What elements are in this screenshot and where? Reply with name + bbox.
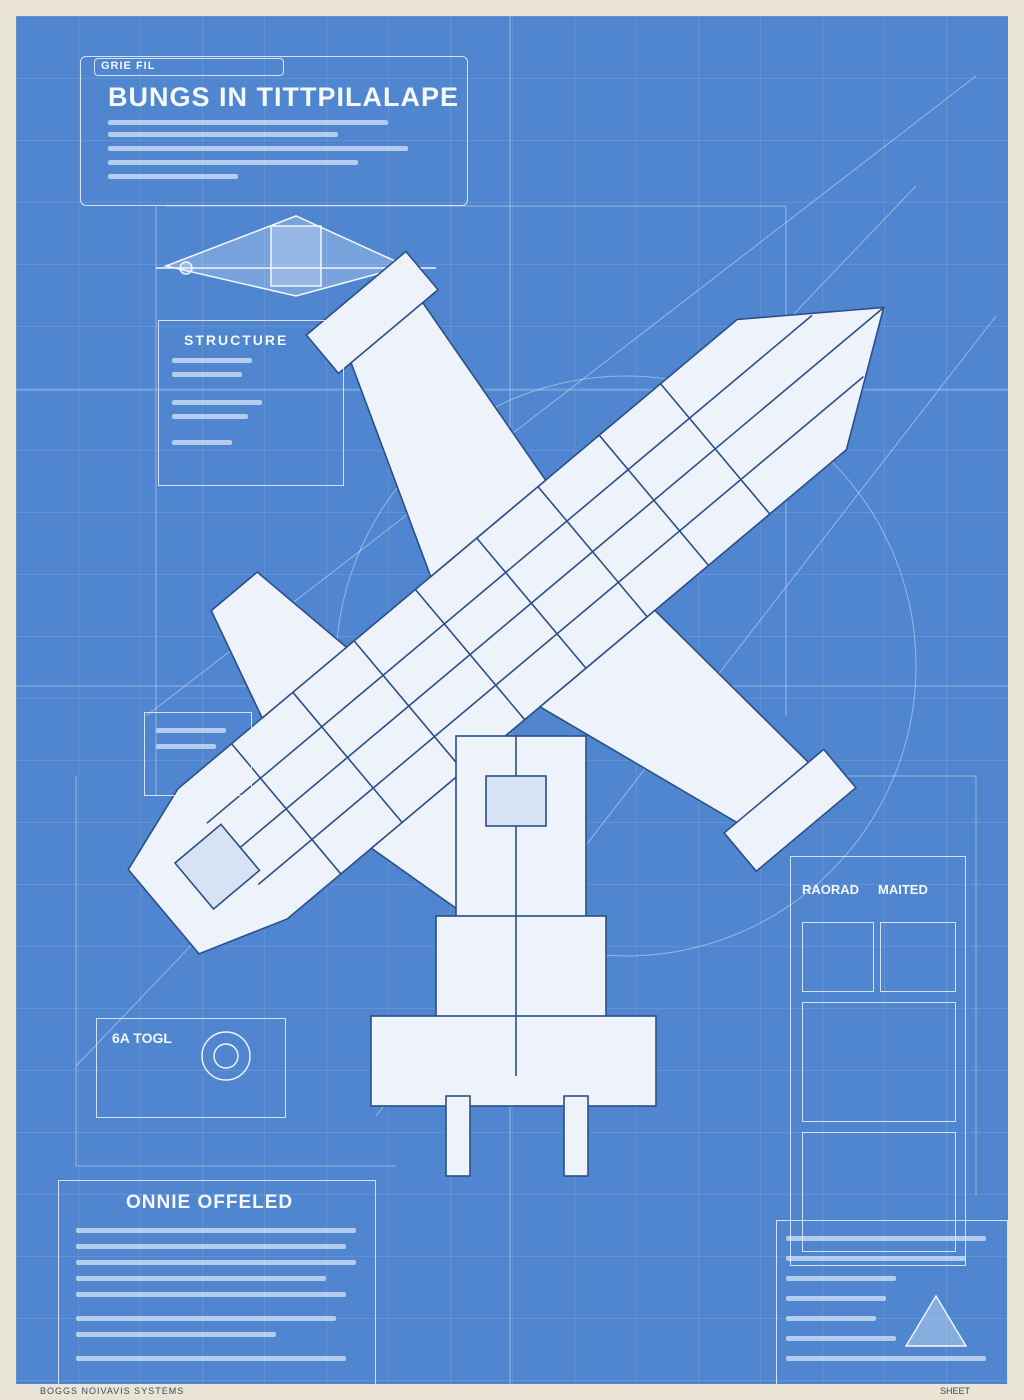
title-text-line bbox=[108, 132, 338, 137]
detail-box bbox=[144, 712, 252, 796]
detail-circle bbox=[201, 1031, 251, 1081]
title-block bbox=[80, 56, 468, 206]
blueprint-canvas: GRIE FIL BUNGS IN TITTPILALAPE STRUCTURE… bbox=[16, 16, 1008, 1384]
data-panel bbox=[790, 856, 966, 1266]
footer-left-text: BOGGS NOIVAVIS SYSTEMS bbox=[40, 1386, 185, 1396]
notes-text-line bbox=[76, 1276, 326, 1281]
notes-title: ONNIE OFFELED bbox=[126, 1192, 294, 1213]
structure-text-line bbox=[172, 372, 242, 377]
notes-text-line bbox=[76, 1356, 346, 1361]
structure-text-line bbox=[172, 414, 248, 419]
structure-text-line bbox=[172, 358, 252, 363]
table-text-line bbox=[786, 1316, 876, 1321]
title-text-line bbox=[108, 146, 408, 151]
triangle-icon bbox=[904, 1294, 968, 1347]
notes-text-line bbox=[76, 1316, 336, 1321]
table-text-line bbox=[786, 1356, 986, 1361]
table-text-line bbox=[786, 1256, 966, 1261]
structure-text-line bbox=[172, 400, 262, 405]
ship-drawing bbox=[16, 16, 1008, 1384]
title-text-line bbox=[108, 174, 238, 179]
data-panel-cell bbox=[880, 922, 956, 992]
notes-text-line bbox=[76, 1228, 356, 1233]
title-tab: GRIE FIL bbox=[94, 58, 284, 76]
table-text-line bbox=[786, 1296, 886, 1301]
notes-text-line bbox=[76, 1244, 346, 1249]
notes-text-line bbox=[76, 1260, 356, 1265]
table-text-line bbox=[786, 1276, 896, 1281]
detail-text-line bbox=[156, 744, 216, 749]
structure-label: STRUCTURE bbox=[184, 332, 289, 348]
table-text-line bbox=[786, 1236, 986, 1241]
data-panel-label-a: RAORAD bbox=[802, 882, 860, 897]
data-panel-cell bbox=[802, 1132, 956, 1252]
main-ship bbox=[127, 250, 885, 955]
notes-text-line bbox=[76, 1332, 276, 1337]
spec-label: 6A TOGL bbox=[112, 1030, 172, 1046]
structure-box bbox=[158, 320, 344, 486]
title-text-line bbox=[108, 160, 358, 165]
specification-table bbox=[776, 1220, 1008, 1384]
title-text-line bbox=[108, 120, 388, 125]
notes-box bbox=[58, 1180, 376, 1384]
landing-structure bbox=[370, 735, 657, 1177]
main-title: BUNGS IN TITTPILALAPE bbox=[108, 82, 459, 112]
spec-box bbox=[96, 1018, 286, 1118]
data-panel-label-b: MAITED bbox=[878, 882, 928, 897]
data-panel-cell bbox=[802, 922, 874, 992]
data-panel-cell bbox=[802, 1002, 956, 1122]
table-text-line bbox=[786, 1336, 896, 1341]
detail-text-line bbox=[156, 728, 226, 733]
footer-right-text: SHEET bbox=[940, 1386, 971, 1396]
structure-text-line bbox=[172, 440, 232, 445]
notes-text-line bbox=[76, 1292, 346, 1297]
